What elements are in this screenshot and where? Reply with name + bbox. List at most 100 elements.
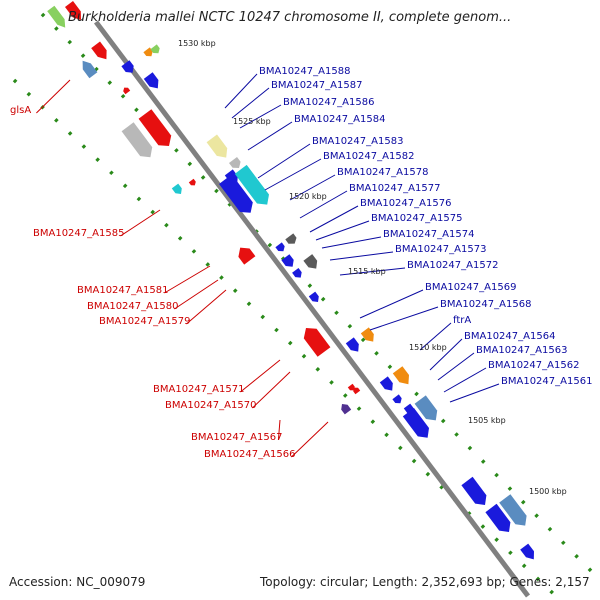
gene-arrow (303, 328, 331, 357)
gene-arrow (206, 134, 228, 158)
gene-label-reverse: BMA10247_A1580 (87, 301, 179, 312)
callout-line (339, 267, 406, 276)
gene-arrow (303, 254, 318, 269)
gene-label-forward: BMA10247_A1584 (294, 114, 386, 125)
gene-arrow (347, 383, 355, 391)
gene-arrow (219, 174, 253, 213)
genome-stats-text: Topology: circular; Length: 2,352,693 bp… (260, 575, 590, 589)
callout-line (369, 306, 439, 331)
gene-arrow (121, 122, 153, 158)
gene-arrow (150, 44, 160, 54)
callout-line (257, 143, 311, 179)
gene-arrow (461, 476, 487, 505)
gene-label-forward: BMA10247_A1583 (312, 136, 404, 147)
gene-label-forward: BMA10247_A1576 (360, 198, 452, 209)
gene-arrow (379, 376, 393, 391)
gene-arrow (392, 366, 409, 385)
gene-label-forward: BMA10247_A1573 (395, 244, 487, 255)
callout-line (419, 322, 452, 351)
gene-label-forward: BMA10247_A1575 (371, 213, 463, 224)
callout-line (437, 352, 475, 381)
genome-backbone (94, 20, 530, 598)
gene-label-forward: BMA10247_A1572 (407, 260, 499, 271)
callout-line (231, 87, 270, 119)
gene-label-forward: BMA10247_A1588 (259, 66, 351, 77)
callout-line (240, 359, 281, 393)
tick-label: 1530 kbp (178, 39, 216, 48)
callout-line (289, 174, 336, 201)
gene-label-forward: BMA10247_A1587 (271, 80, 363, 91)
tick-label: 1505 kbp (468, 416, 506, 425)
callout-line (329, 251, 394, 261)
gene-arrow (65, 1, 81, 20)
gene-label-reverse: BMA10247_A1581 (77, 285, 169, 296)
gene-label-reverse: BMA10247_A1567 (191, 432, 283, 443)
gene-arrow (345, 337, 359, 352)
gene-arrow (402, 408, 429, 438)
callout-line (36, 79, 71, 114)
tick-label: 1515 kbp (348, 267, 386, 276)
gene-label-forward: BMA10247_A1562 (488, 360, 580, 371)
gene-label-reverse: BMA10247_A1585 (33, 228, 125, 239)
map-title: Burkholderia mallei NCTC 10247 chromosom… (68, 10, 512, 25)
gene-arrow (285, 233, 297, 244)
callout-line (264, 158, 322, 191)
gene-arrow (82, 60, 98, 79)
callout-line (277, 419, 281, 441)
callout-line (174, 279, 219, 310)
gene-arrow (360, 327, 374, 342)
gene-arrow (229, 157, 241, 168)
tick-label: 1500 kbp (529, 487, 567, 496)
gene-label-forward: ftrA (453, 315, 472, 326)
callouts-layer (36, 73, 500, 458)
gene-arrow (308, 291, 319, 302)
gene-arrow (123, 87, 131, 95)
accession-text: Accession: NC_009079 (9, 575, 146, 589)
callout-line (449, 383, 500, 403)
gene-label-forward: BMA10247_A1578 (337, 167, 429, 178)
callout-line (247, 121, 293, 151)
callout-line (315, 220, 370, 241)
gene-label-forward: BMA10247_A1582 (323, 151, 415, 162)
callout-line (120, 209, 161, 237)
gene-label-reverse: glsA (10, 105, 32, 116)
gene-arrow (353, 387, 361, 395)
gene-arrow (138, 109, 172, 146)
callout-line (164, 265, 211, 294)
gene-label-reverse: BMA10247_A1570 (165, 400, 257, 411)
gene-label-forward: BMA10247_A1586 (283, 97, 375, 108)
tick-label: 1525 kbp (233, 117, 271, 126)
callout-line (291, 421, 329, 458)
callout-line (224, 73, 258, 109)
gene-arrow (499, 494, 527, 526)
gene-label-forward: BMA10247_A1568 (440, 299, 532, 310)
gene-arrow (91, 41, 107, 60)
gene-arrow (47, 5, 66, 28)
gene-label-forward: BMA10247_A1564 (464, 331, 556, 342)
callout-line (443, 367, 487, 393)
gene-arrow (171, 183, 182, 194)
gene-arrow (281, 254, 294, 267)
gene-arrow (143, 72, 159, 89)
callout-line (359, 289, 424, 319)
callout-line (299, 190, 348, 219)
gene-arrow (485, 503, 511, 532)
gene-arrow (234, 164, 269, 205)
callout-line (239, 104, 282, 129)
callout-line (252, 371, 291, 409)
gene-arrow (292, 268, 302, 278)
gene-arrow (143, 47, 153, 57)
gene-arrow (520, 543, 534, 560)
tick-label: 1510 kbp (409, 343, 447, 352)
gene-label-forward: BMA10247_A1563 (476, 345, 568, 356)
gene-arrow (414, 395, 438, 421)
callout-line (429, 338, 463, 371)
gene-arrow (121, 60, 134, 73)
gene-label-forward: BMA10247_A1577 (349, 183, 441, 194)
gene-label-forward: BMA10247_A1561 (501, 376, 593, 387)
gene-label-forward: BMA10247_A1574 (383, 229, 475, 240)
gene-label-reverse: BMA10247_A1566 (204, 449, 296, 460)
gene-label-reverse: BMA10247_A1579 (99, 316, 191, 327)
